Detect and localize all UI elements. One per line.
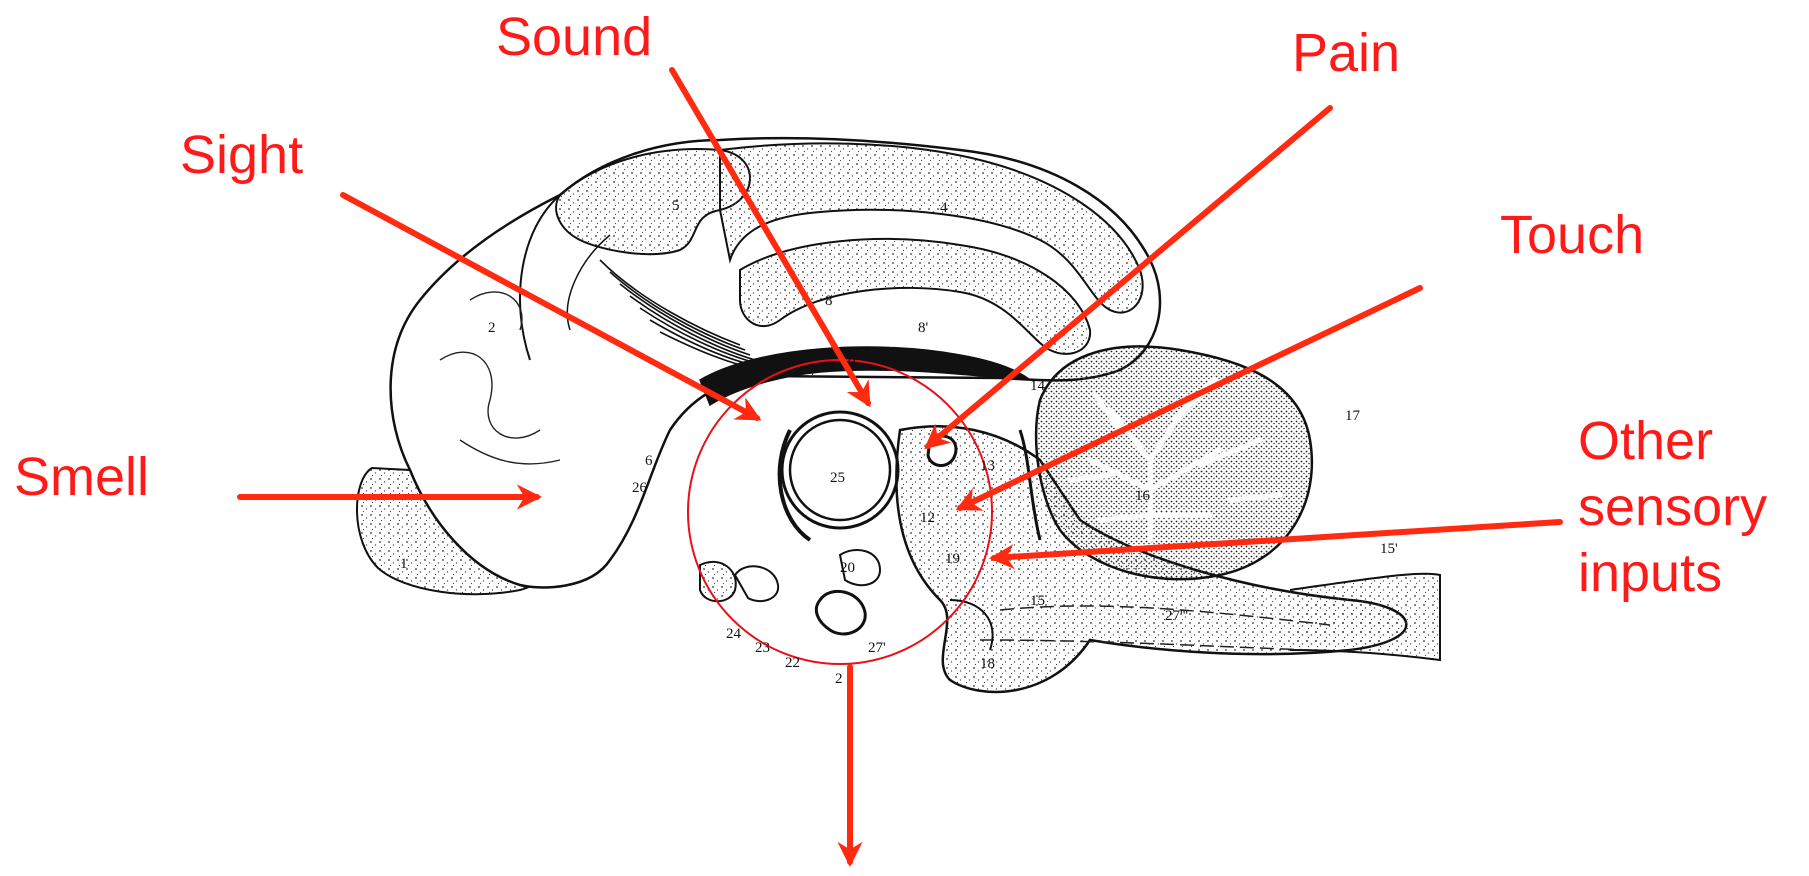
num-19: 19: [945, 551, 960, 567]
num-2-bottom: 2: [835, 671, 843, 687]
label-other-line-2: sensory: [1578, 474, 1767, 540]
num-11: 11: [908, 352, 922, 368]
label-sound: Sound: [496, 8, 652, 67]
label-smell: Smell: [14, 448, 149, 507]
num-10: 10: [878, 352, 893, 368]
num-18: 18: [980, 656, 995, 672]
num-20: 20: [840, 560, 855, 576]
num-25: 25: [830, 470, 845, 486]
label-touch: Touch: [1500, 206, 1644, 265]
num-8-prime: 8': [918, 320, 929, 336]
num-4: 4: [940, 200, 948, 216]
label-other-line-1: Other: [1578, 408, 1767, 474]
num-26: 26: [632, 480, 648, 496]
num-8: 8: [825, 293, 833, 309]
label-pain: Pain: [1292, 24, 1400, 83]
num-15: 15: [1030, 593, 1045, 609]
label-other-line-3: inputs: [1578, 540, 1767, 606]
num-27-prime: 27': [868, 640, 886, 656]
num-5: 5: [672, 198, 680, 214]
num-2: 2: [488, 320, 496, 336]
num-15-prime: 15': [1380, 541, 1398, 557]
num-7: 7: [810, 363, 818, 379]
num-14: 14: [1030, 378, 1046, 394]
spinal-cord: [1290, 574, 1440, 660]
num-1: 1: [400, 556, 408, 572]
num-3: 3: [732, 378, 740, 394]
num-12: 12: [920, 510, 935, 526]
num-24: 24: [726, 626, 742, 642]
num-27-triple-prime: 27''': [1165, 608, 1188, 624]
num-23: 23: [755, 640, 770, 656]
label-other-sensory-inputs: Other sensory inputs: [1578, 408, 1767, 606]
num-16: 16: [1135, 488, 1151, 504]
num-6: 6: [645, 453, 653, 469]
label-sight: Sight: [180, 126, 303, 185]
optic-chiasm-22: [816, 591, 865, 634]
num-17: 17: [1345, 408, 1361, 424]
num-22: 22: [785, 655, 800, 671]
num-13: 13: [980, 458, 995, 474]
